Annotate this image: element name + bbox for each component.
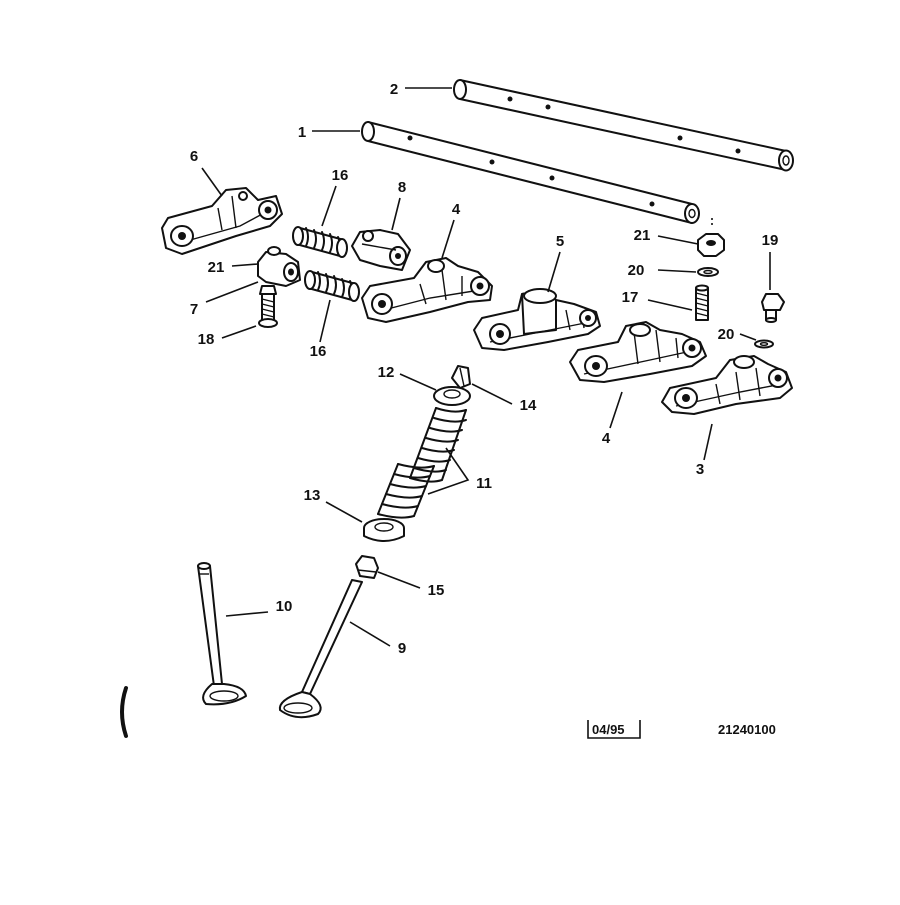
rocker-arm-5 <box>473 288 601 351</box>
callout-14: 14 <box>520 397 537 414</box>
spring-16-upper <box>292 226 348 258</box>
valve-stem-seal-15 <box>355 555 379 579</box>
callout-1: 1 <box>298 124 306 141</box>
footer: 04/95 21240100 <box>587 720 776 739</box>
callout-19: 19 <box>762 232 779 249</box>
locknut-21 <box>697 218 725 257</box>
rocker-arm-6 <box>161 187 283 255</box>
date-code: 04/95 <box>592 722 625 737</box>
callout-7: 7 <box>190 301 198 318</box>
rocker-shaft-2 <box>453 79 794 172</box>
callout-13: 13 <box>304 487 321 504</box>
edge-mark <box>120 686 128 738</box>
stud-17 <box>695 284 709 321</box>
plug-19 <box>761 293 785 323</box>
valve-spring-cap-12 <box>433 386 471 406</box>
rocker-arm-4-lower <box>569 321 707 383</box>
date-code-bracket <box>587 720 641 739</box>
valve-10 <box>197 562 247 706</box>
callout-20-upper: 20 <box>628 262 645 279</box>
washer-20-lower <box>754 339 774 349</box>
callout-12: 12 <box>378 364 395 381</box>
callout-20-lower: 20 <box>718 326 735 343</box>
valve-9 <box>278 579 363 719</box>
callout-4-lower: 4 <box>602 430 611 447</box>
spring-seat-13 <box>363 518 405 542</box>
callout-21-left: 21 <box>208 259 225 276</box>
callout-16-lower: 16 <box>310 343 327 360</box>
pedestal-7 <box>257 246 301 287</box>
callout-3: 3 <box>696 461 704 478</box>
callout-11: 11 <box>476 475 492 492</box>
leader-lines <box>201 87 771 647</box>
callout-2: 2 <box>390 81 398 98</box>
callout-4-upper: 4 <box>452 201 461 218</box>
callout-6: 6 <box>190 148 198 165</box>
adjusting-screw-18 <box>258 285 278 328</box>
washer-20-upper <box>697 267 719 277</box>
callout-8: 8 <box>398 179 406 196</box>
rocker-arm-3 <box>661 355 793 415</box>
callout-5: 5 <box>556 233 564 250</box>
callout-15: 15 <box>428 582 445 599</box>
valve-springs-11 <box>377 407 467 519</box>
callout-18: 18 <box>198 331 215 348</box>
shaft-support-8 <box>351 229 411 271</box>
callout-16-upper: 16 <box>332 167 349 184</box>
spring-16-lower <box>304 270 360 302</box>
callout-17: 17 <box>622 289 639 306</box>
rocker-shaft-1 <box>361 121 700 224</box>
callouts: 2 1 6 16 8 4 5 21 7 18 16 21 20 17 19 20… <box>190 81 779 657</box>
callout-10: 10 <box>276 598 293 615</box>
rocker-arm-4-upper <box>361 257 493 323</box>
valve-collets-14 <box>451 365 471 389</box>
callout-9: 9 <box>398 640 406 657</box>
part-number: 21240100 <box>718 722 776 737</box>
callout-21-right: 21 <box>634 227 651 244</box>
